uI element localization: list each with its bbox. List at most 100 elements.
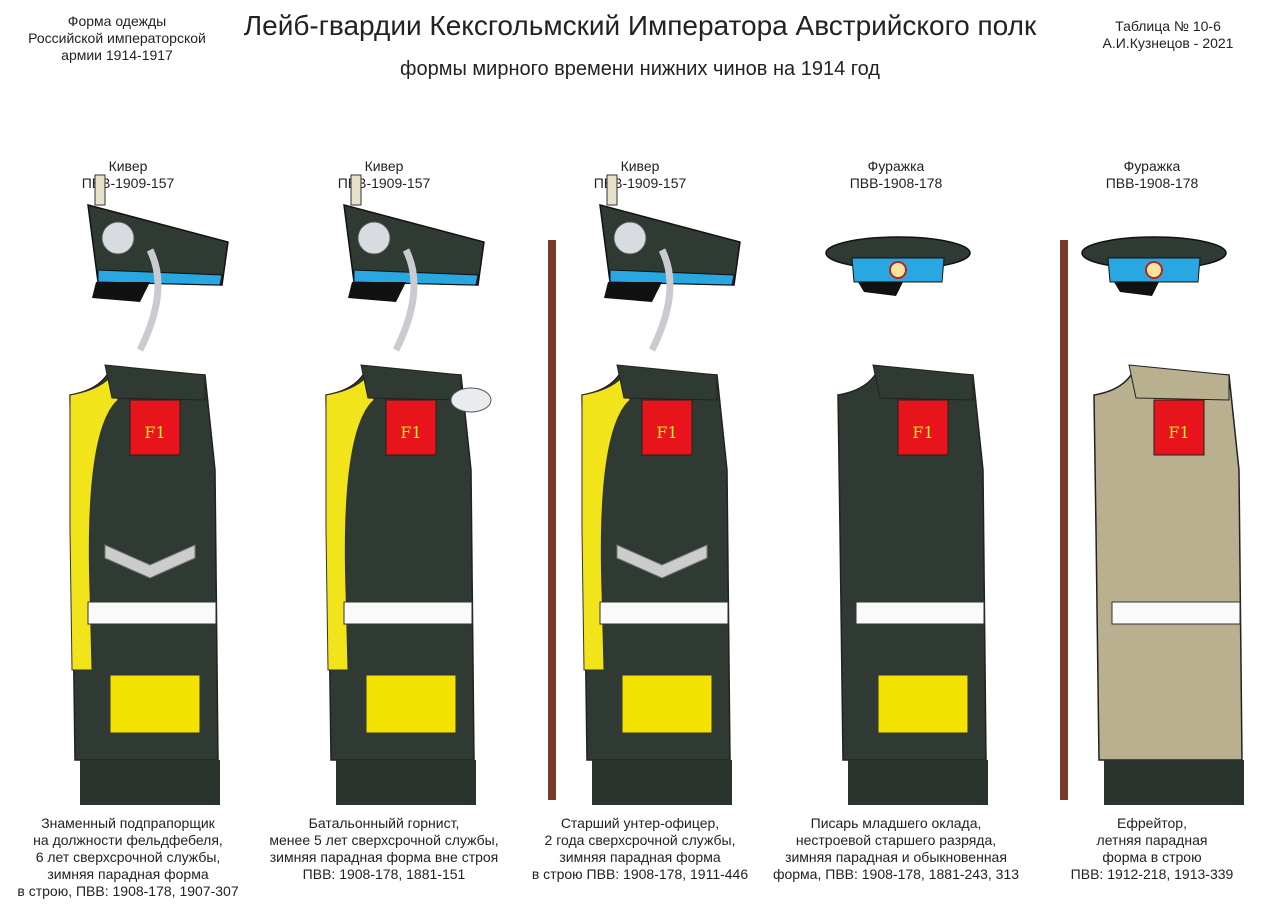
figure-column-4: Фуражка ПВВ-1908-178 F1 Писарь младшего … — [768, 0, 1024, 905]
chinscale-icon — [136, 248, 162, 352]
pouch-icon — [365, 674, 457, 734]
page-title: Лейб-гвардии Кексгольмский Императора Ав… — [243, 10, 1037, 41]
table-number: Таблица № 10-6 — [1115, 18, 1221, 34]
caption-line: 6 лет сверхсрочной службы, — [35, 849, 221, 865]
collar-icon — [1128, 364, 1230, 401]
figure-caption: Ефрейтор, летняя парадная форма в строю … — [1024, 815, 1280, 883]
uniform-figure-lance-corporal: F1 — [1060, 236, 1244, 805]
lapel-icon — [325, 373, 375, 671]
uniform-figure-clerk: F1 — [825, 236, 988, 805]
cap-visor-icon — [858, 282, 903, 296]
trousers-icon — [848, 760, 988, 805]
series-label: Форма одежды Российской императорской ар… — [22, 13, 212, 64]
collar-icon — [872, 364, 974, 401]
headwear-code: ПВВ-1908-178 — [1105, 175, 1199, 191]
belt-icon — [1111, 601, 1241, 625]
caption-line: 2 года сверхсрочной службы, — [544, 832, 736, 848]
shoulder-strap-icon — [897, 399, 949, 456]
chinscale-icon — [392, 248, 418, 352]
headwear-code: ПВВ-1908-178 — [849, 175, 943, 191]
uniform-figure-bugler: F1 — [325, 174, 492, 805]
trousers-icon — [1104, 760, 1244, 805]
shako-plume-icon — [94, 174, 106, 206]
cap-visor-icon — [1114, 282, 1159, 296]
headwear-type: Кивер — [620, 158, 660, 174]
pouch-icon — [877, 674, 969, 734]
headwear-type: Кивер — [108, 158, 148, 174]
author-credit: А.И.Кузнецов - 2021 — [1102, 35, 1234, 51]
caption-line: на должности фельдфебеля, — [33, 832, 223, 848]
caption-line: ПВВ: 1912-218, 1913-339 — [1070, 866, 1234, 882]
shoulder-strap-icon — [129, 399, 181, 456]
rifle-icon — [1060, 240, 1068, 800]
belt-icon — [855, 601, 985, 625]
uniform-figure-standard-bearer: F1 — [69, 174, 229, 805]
shoulder-cipher: F1 — [656, 423, 677, 442]
collar-icon — [360, 364, 462, 401]
caption-line: в строю ПВВ: 1908-178, 1911-446 — [531, 866, 749, 882]
chinscale-icon — [648, 248, 674, 352]
shako-visor-icon — [604, 282, 662, 302]
uniform-figure-senior-nco: F1 — [548, 174, 741, 805]
headwear-label: Фуражка ПВВ-1908-178 — [1024, 158, 1280, 192]
belt-icon — [599, 601, 729, 625]
series-line-1: Форма одежды — [67, 13, 167, 29]
page-subtitle: формы мирного времени нижних чинов на 19… — [400, 58, 880, 80]
headwear-label: Фуражка ПВВ-1908-178 — [768, 158, 1024, 192]
trousers-icon — [592, 760, 732, 805]
table-label: Таблица № 10-6 А.И.Кузнецов - 2021 — [1078, 18, 1258, 52]
shoulder-strap-icon — [641, 399, 693, 456]
series-line-3: армии 1914-1917 — [61, 47, 173, 63]
caption-line: Знаменный подпрапорщик — [41, 815, 215, 831]
caption-line: зимняя парадная форма — [559, 849, 721, 865]
caption-line: в строю, ПВВ: 1908-178, 1907-307 — [17, 883, 239, 899]
pouch-icon — [621, 674, 713, 734]
cockade-icon — [889, 261, 907, 279]
star-badge-icon — [101, 221, 135, 255]
figure-column-5: Фуражка ПВВ-1908-178 F1 Ефрейтор, летняя… — [1024, 0, 1280, 905]
caption-line: летняя парадная — [1096, 832, 1208, 848]
caption-line: зимняя парадная форма — [47, 866, 209, 882]
shako-plume-icon — [350, 174, 362, 206]
figure-caption: Знаменный подпрапорщик на должности фель… — [0, 815, 256, 900]
chevron-icon — [104, 544, 196, 579]
headwear-type: Фуражка — [1123, 158, 1181, 174]
shako-plume-icon — [606, 174, 618, 206]
caption-line: Ефрейтор, — [1117, 815, 1187, 831]
series-line-2: Российской императорской — [28, 30, 206, 46]
figure-caption: Писарь младшего оклада, нестроевой старш… — [768, 815, 1024, 883]
shoulder-strap-icon — [1153, 399, 1205, 456]
figure-column-3: Кивер ПВВ-1909-157 F1 Старший унтер-офиц… — [512, 0, 768, 905]
caption-line: зимняя парадная и обыкновенная — [785, 849, 1007, 865]
chevron-icon — [616, 544, 708, 579]
figure-column-2: Кивер ПВВ-1909-157 F1 Батальонныйй горни… — [256, 0, 512, 905]
caption-line: нестроевой старшего разряда, — [795, 832, 997, 848]
caption-line: Батальонныйй горнист, — [308, 815, 460, 831]
shoulder-cipher: F1 — [144, 423, 165, 442]
bugle-icon — [450, 387, 492, 413]
caption-line: Старший унтер-офицер, — [560, 815, 720, 831]
star-badge-icon — [357, 221, 391, 255]
caption-line: зимняя парадная форма вне строя — [269, 849, 499, 865]
belt-icon — [87, 601, 217, 625]
shoulder-cipher: F1 — [1168, 423, 1189, 442]
cockade-icon — [1145, 261, 1163, 279]
shoulder-cipher: F1 — [400, 423, 421, 442]
rifle-icon — [548, 240, 556, 800]
shoulder-strap-icon — [385, 399, 437, 456]
caption-line: форма в строю — [1102, 849, 1202, 865]
star-badge-icon — [613, 221, 647, 255]
trousers-icon — [80, 760, 220, 805]
caption-line: форма, ПВВ: 1908-178, 1881-243, 313 — [772, 866, 1020, 882]
caption-line: Писарь младшего оклада, — [810, 815, 982, 831]
shako-visor-icon — [348, 282, 406, 302]
shoulder-cipher: F1 — [912, 423, 933, 442]
caption-line: ПВВ: 1908-178, 1881-151 — [302, 866, 466, 882]
belt-icon — [343, 601, 473, 625]
figure-caption: Батальонныйй горнист, менее 5 лет сверхс… — [256, 815, 512, 883]
collar-icon — [104, 364, 206, 401]
headwear-type: Фуражка — [867, 158, 925, 174]
figure-column-1: Кивер ПВВ-1909-157 F1 Знаменный подпрапо… — [0, 0, 256, 905]
trousers-icon — [336, 760, 476, 805]
shako-visor-icon — [92, 282, 150, 302]
